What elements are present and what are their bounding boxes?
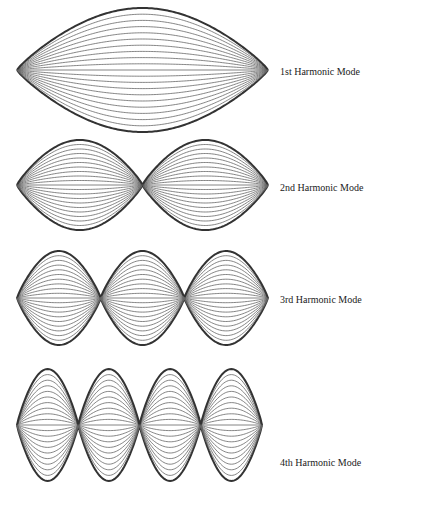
wave-line	[17, 70, 268, 89]
wave-line	[17, 64, 268, 70]
wave-line	[17, 279, 268, 298]
wave-line	[17, 145, 268, 186]
wave-line	[17, 425, 262, 447]
wave-line	[17, 298, 268, 303]
wave-axis	[17, 70, 268, 71]
wave-line	[17, 185, 268, 230]
wave-line	[17, 70, 268, 107]
wave-line	[17, 70, 268, 126]
wave-line	[17, 70, 268, 113]
wave-line	[17, 185, 268, 212]
wave-line	[17, 375, 262, 425]
wave-line	[17, 275, 268, 299]
mode-label: 3rd Harmonic Mode	[280, 294, 362, 306]
wave-line	[17, 154, 268, 186]
wave-line	[17, 298, 268, 345]
wave-axis	[17, 185, 268, 186]
wave-line	[17, 265, 268, 298]
wave-line	[17, 163, 268, 186]
wave-axis	[17, 298, 268, 299]
wave-line	[17, 425, 262, 442]
wave-line	[17, 39, 268, 70]
wave-line	[17, 251, 268, 298]
wave-line	[17, 298, 268, 326]
wave-line	[17, 298, 268, 307]
mode-label: 1st Harmonic Mode	[280, 66, 360, 78]
wave-line	[17, 70, 268, 132]
wave-line	[17, 185, 268, 203]
wave-line	[17, 425, 262, 470]
wave-line	[17, 45, 268, 70]
wave-line	[17, 386, 262, 425]
wave-line	[17, 185, 268, 221]
wave-line	[17, 149, 268, 185]
wave-line	[17, 185, 268, 217]
mode-label: 2nd Harmonic Mode	[280, 182, 363, 194]
wave-line	[17, 298, 268, 312]
wave-line	[17, 167, 268, 185]
wave-line	[17, 58, 268, 70]
wave-line	[17, 260, 268, 298]
wave-line	[17, 185, 268, 226]
wave-line	[17, 298, 268, 322]
wave-line	[17, 298, 268, 336]
wave-line	[17, 158, 268, 185]
mode-label: 4th Harmonic Mode	[280, 457, 361, 469]
wave-line	[17, 70, 268, 76]
wave-line	[17, 70, 268, 101]
wave-line	[17, 369, 262, 425]
wave-line	[17, 298, 268, 317]
wave-line	[17, 70, 268, 82]
wave-line	[17, 8, 268, 70]
wave-line	[17, 14, 268, 70]
wave-line	[17, 425, 262, 464]
wave-line	[17, 391, 262, 425]
wave-line	[17, 425, 262, 436]
wave-line	[17, 185, 268, 208]
wave-line	[17, 27, 268, 70]
wave-line	[17, 20, 268, 70]
wave-line	[17, 70, 268, 120]
wave-line	[17, 293, 268, 298]
wave-line	[17, 256, 268, 298]
wave-line	[17, 70, 268, 95]
wave-line	[17, 425, 262, 453]
wave-line	[17, 298, 268, 340]
wave-line	[17, 270, 268, 298]
wave-line	[17, 140, 268, 185]
wave-line	[17, 380, 262, 425]
wave-line	[17, 425, 262, 481]
wave-line	[17, 425, 262, 475]
wave-axis	[17, 425, 262, 426]
wave-line	[17, 289, 268, 298]
wave-line	[17, 425, 262, 459]
wave-line	[17, 298, 268, 331]
wave-line	[17, 284, 268, 298]
